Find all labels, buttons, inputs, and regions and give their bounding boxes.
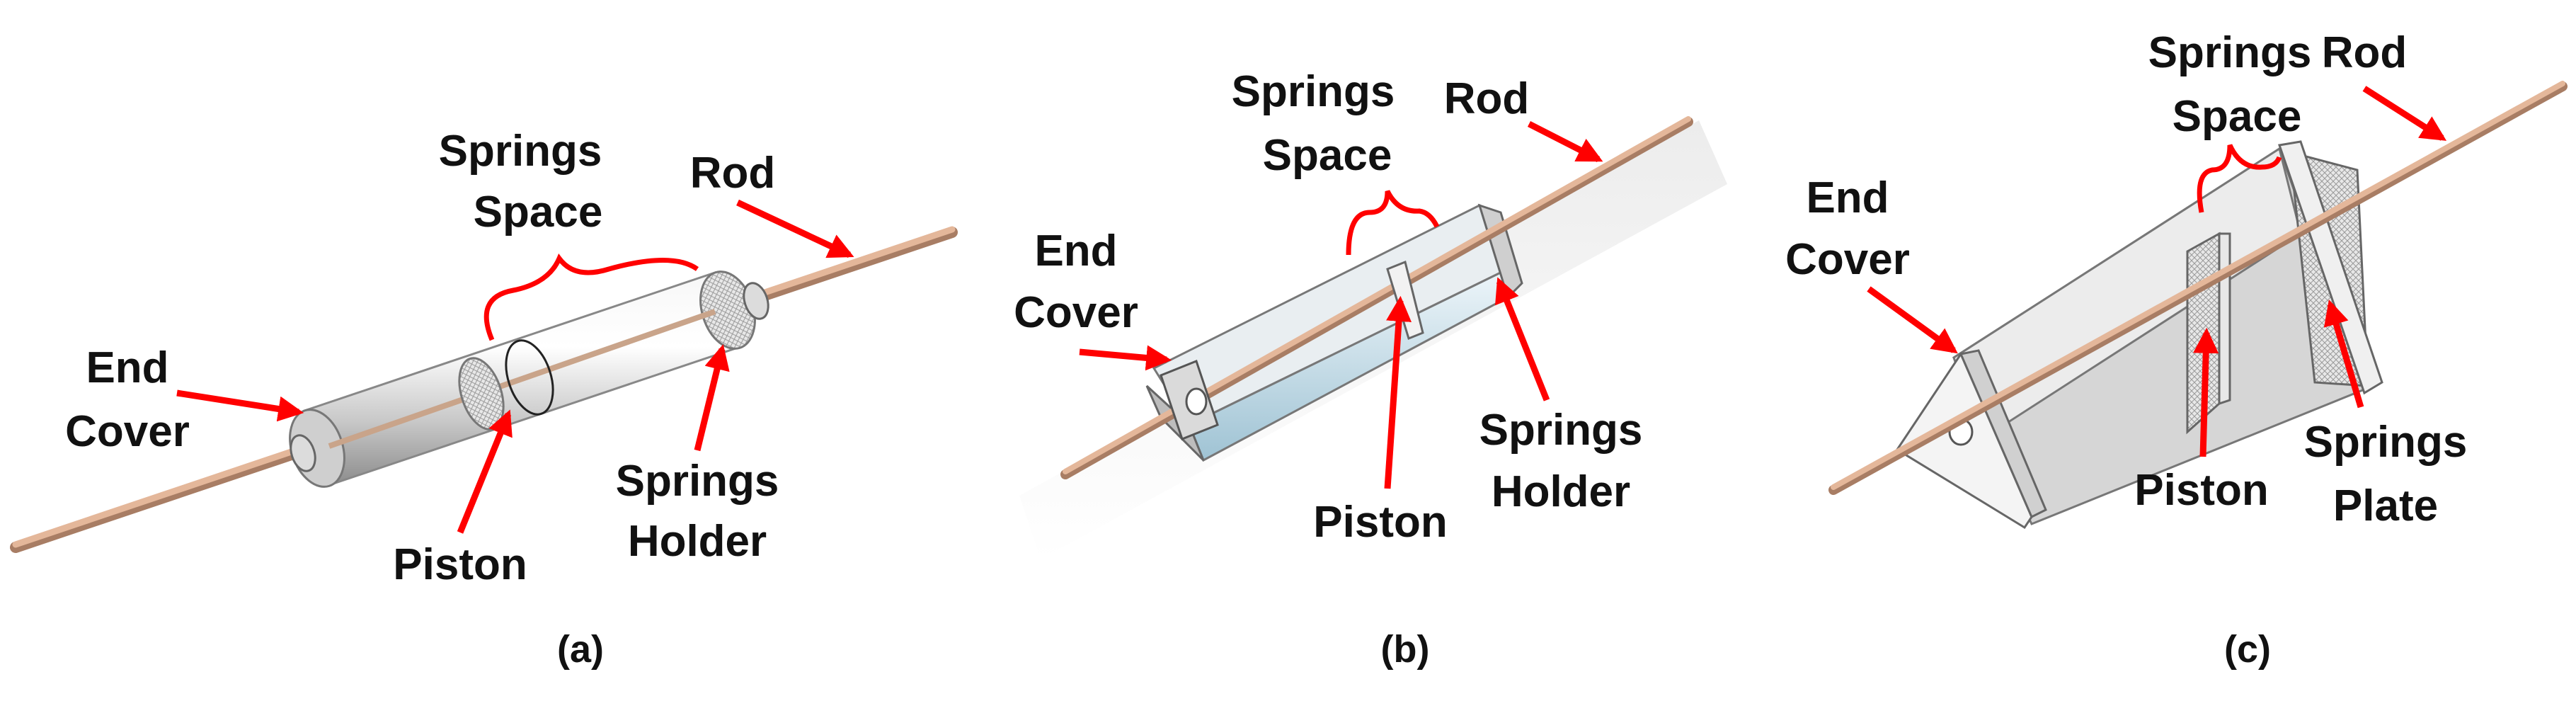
svg-text:Plate: Plate [2333, 481, 2438, 530]
panel-b-prismatic-damper: Springs Space Rod End Cover Piston Sprin… [1014, 67, 1727, 671]
svg-text:End: End [1806, 173, 1889, 222]
panel-a-end-cover-shape [290, 282, 769, 472]
panel-a-label-space: Space [474, 188, 603, 236]
panel-a-label-cover: Cover [65, 407, 190, 456]
panel-c-label-springs-plate-1: Springs [2304, 418, 2468, 467]
panel-a-label-springs-holder-2: Holder [628, 517, 767, 566]
panel-b-springs-space-brace [1346, 190, 1440, 256]
panel-a-springs-space-brace [483, 253, 699, 341]
panel-b-piston-arrow [1384, 295, 1412, 489]
svg-text:Springs: Springs [2148, 28, 2312, 77]
panel-a-label-piston: Piston [393, 540, 527, 589]
panel-c-label-end: End [1806, 173, 1889, 222]
svg-text:Holder: Holder [1492, 467, 1630, 516]
panel-c-end-cover-arrow [1867, 286, 1958, 354]
svg-text:Space: Space [474, 188, 603, 236]
panel-b-end-cover-arrow [1079, 345, 1172, 371]
panel-b-label-space: Space [1263, 131, 1392, 180]
panel-b-rod-arrow [1527, 120, 1603, 163]
panel-c-end-cover-shape [1895, 349, 2047, 530]
svg-text:Cover: Cover [65, 407, 190, 456]
panel-c-rod-arrow [2362, 86, 2447, 141]
svg-text:Cover: Cover [1785, 235, 1910, 284]
panel-a-end-cover-arrow [176, 389, 304, 422]
svg-text:Space: Space [2173, 92, 2302, 141]
panel-b-label-end: End [1034, 227, 1117, 275]
panel-c-label-space: Space [2173, 92, 2302, 141]
panel-c-springs-space-brace [2197, 144, 2282, 213]
svg-text:Springs: Springs [616, 457, 779, 506]
panel-c-label-springs-plate-2: Plate [2333, 481, 2438, 530]
panel-a-label-springs-holder-1: Springs [616, 457, 779, 506]
svg-text:Springs: Springs [2304, 418, 2468, 467]
svg-text:Springs: Springs [1479, 406, 1643, 455]
panel-b-label-rod: Rod [1444, 74, 1530, 123]
svg-text:Springs: Springs [439, 127, 602, 176]
panel-a-caption: (a) [557, 628, 604, 671]
panel-a-piston-arrow [457, 409, 513, 534]
panel-b-label-springs-holder-2: Holder [1492, 467, 1630, 516]
svg-text:Cover: Cover [1014, 288, 1138, 337]
panel-a-label-end: End [86, 343, 168, 392]
panel-b-label-piston: Piston [1313, 498, 1447, 547]
panel-c-label-springs: Springs [2148, 28, 2312, 77]
panel-b-label-cover: Cover [1014, 288, 1138, 337]
svg-text:End: End [86, 343, 168, 392]
panel-c-triangular-damper: Springs Space Rod End Cover Piston Sprin… [1785, 28, 2568, 671]
panel-b-label-springs: Springs [1232, 67, 1395, 116]
panel-c-body [1952, 140, 2383, 525]
panel-b-springs-holder-arrow [1495, 277, 1550, 401]
panel-a-springs-holder-arrow [694, 344, 730, 452]
panel-c-caption: (c) [2224, 628, 2271, 671]
panel-a-label-rod: Rod [690, 149, 776, 198]
panel-c-label-rod: Rod [2322, 28, 2408, 77]
panel-a-rod-arrow [736, 199, 854, 258]
svg-text:Space: Space [1263, 131, 1392, 180]
panel-c-label-cover: Cover [1785, 235, 1910, 284]
panel-c-springs-plate-arrow [2323, 300, 2364, 409]
panel-a-label-springs: Springs [439, 127, 602, 176]
svg-text:Holder: Holder [628, 517, 767, 566]
panel-c-piston-arrow [2193, 327, 2219, 457]
panel-b-label-springs-holder-1: Springs [1479, 406, 1643, 455]
svg-text:Springs: Springs [1232, 67, 1395, 116]
svg-text:End: End [1034, 227, 1117, 275]
panel-a-cylindrical-damper: Springs Space Rod End Cover Piston Sprin… [10, 127, 958, 671]
panel-c-label-piston: Piston [2134, 466, 2268, 515]
panel-b-caption: (b) [1381, 628, 1430, 671]
